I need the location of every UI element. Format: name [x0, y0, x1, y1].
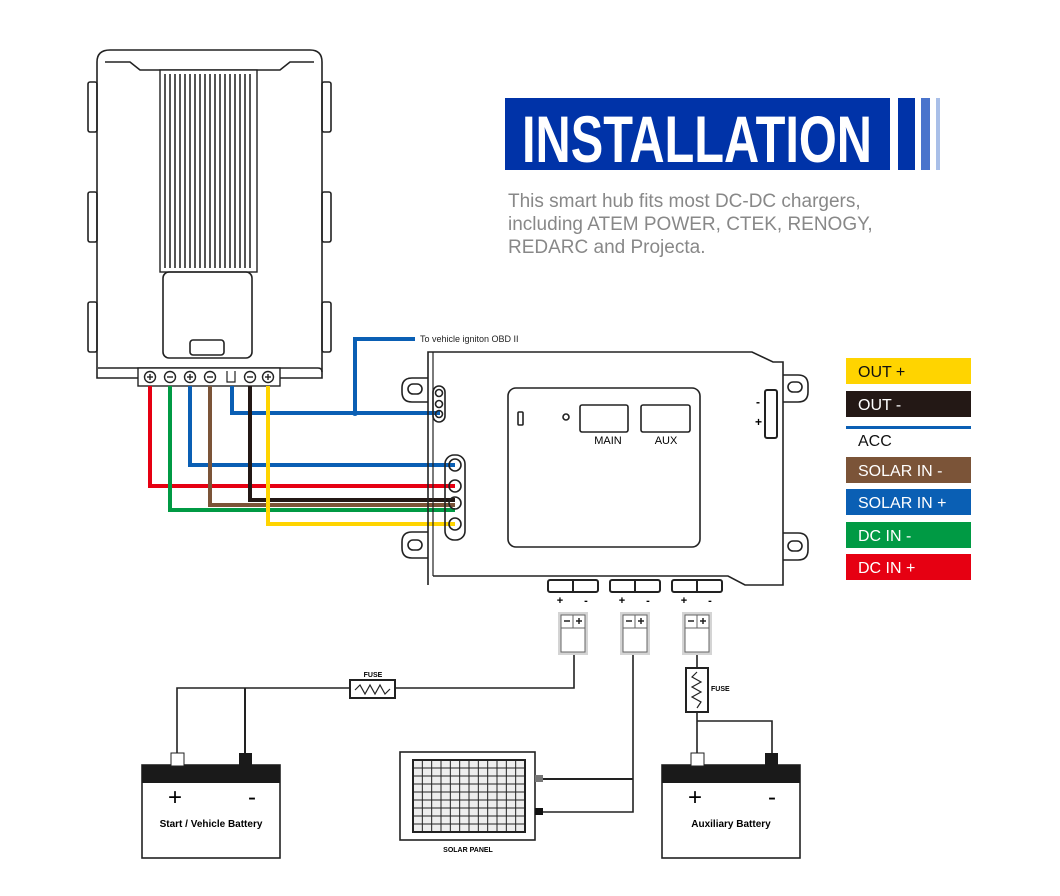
smart-hub: MAIN AUX - + +-+-+-: [401, 351, 809, 655]
minus-terminal-icon: [243, 370, 257, 384]
side-port-plus: +: [755, 415, 762, 429]
ignition-wire: [353, 337, 415, 413]
fuse-label: FUSE: [711, 686, 730, 693]
legend-item: SOLAR IN +: [846, 489, 971, 515]
description: This smart hub fits most DC-DC chargers,…: [508, 191, 873, 258]
solar-in-minus-wire: [208, 386, 455, 507]
acc-wire: [230, 386, 440, 415]
main-display: [579, 404, 629, 433]
dc-in-plus-wire: [148, 386, 455, 488]
legend-item: DC IN -: [846, 522, 971, 548]
connector-plug: [682, 612, 712, 655]
side-port-minus: -: [756, 395, 760, 409]
output-port: +-: [547, 579, 599, 607]
aux-display: [640, 404, 691, 433]
legend-label: OUT -: [858, 397, 901, 414]
solar-in-plus-wire: [188, 386, 455, 467]
connector-plug: [620, 612, 650, 655]
wires: [148, 337, 455, 526]
dc-in-minus-wire: [168, 386, 455, 512]
description-line: REDARC and Projecta.: [508, 237, 705, 258]
display-panel: [507, 387, 701, 548]
aux-battery: + - Auxiliary Battery: [661, 752, 801, 859]
output-port: +-: [671, 579, 723, 607]
legend-label: DC IN +: [858, 560, 915, 577]
solar-panel: SOLAR PANEL: [399, 751, 543, 854]
port-minus-label: -: [584, 595, 588, 607]
legend-label: SOLAR IN +: [858, 495, 946, 512]
minus-terminal-label: -: [248, 784, 256, 811]
plus-terminal-label: +: [168, 784, 182, 811]
connector-plug: [558, 612, 588, 655]
description-line: This smart hub fits most DC-DC chargers,: [508, 191, 861, 212]
legend-item: ACC: [846, 424, 971, 450]
dc-dc-charger: [87, 49, 332, 387]
aux-label: AUX: [655, 435, 678, 447]
out-plus-wire: [266, 386, 455, 526]
acc-terminal-icon: [226, 371, 236, 383]
legend-label: SOLAR IN -: [858, 463, 942, 480]
port-plus-label: +: [619, 595, 625, 607]
legend-item: DC IN +: [846, 554, 971, 580]
output-port: +-: [609, 579, 661, 607]
out-minus-wire: [248, 386, 455, 502]
legend-label: OUT +: [858, 364, 905, 381]
plus-terminal-label: +: [688, 784, 702, 811]
plus-terminal-icon: [261, 370, 275, 384]
main-label: MAIN: [594, 435, 622, 447]
fuse-label: FUSE: [364, 672, 383, 679]
legend-item: SOLAR IN -: [846, 457, 971, 483]
ignition-label: To vehicle igniton OBD II: [420, 334, 519, 344]
minus-terminal-icon: [163, 370, 177, 384]
plus-terminal-icon: [143, 370, 157, 384]
legend-item: OUT +: [846, 358, 971, 384]
description-line: including ATEM POWER, CTEK, RENOGY,: [508, 214, 873, 235]
port-minus-label: -: [646, 595, 650, 607]
plus-terminal-icon: [183, 370, 197, 384]
minus-terminal-icon: [203, 370, 217, 384]
port-minus-label: -: [708, 595, 712, 607]
wire-color-legend: OUT + OUT - ACC SOLAR IN - SOLAR IN + DC IN -…: [846, 358, 971, 580]
start-battery-label: Start / Vehicle Battery: [160, 819, 263, 830]
port-plus-label: +: [557, 595, 563, 607]
battery-wiring: FUSE FUSE: [176, 655, 773, 813]
start-battery: + - Start / Vehicle Battery: [141, 752, 281, 859]
aux-battery-label: Auxiliary Battery: [691, 819, 771, 830]
legend-label: ACC: [858, 433, 892, 450]
solar-panel-label: SOLAR PANEL: [443, 847, 493, 854]
page-title: INSTALLATION: [522, 102, 872, 176]
port-plus-label: +: [681, 595, 687, 607]
legend-item: OUT -: [846, 391, 971, 417]
minus-terminal-label: -: [768, 784, 776, 811]
title-banner: INSTALLATION: [505, 98, 940, 176]
legend-label: DC IN -: [858, 528, 911, 545]
